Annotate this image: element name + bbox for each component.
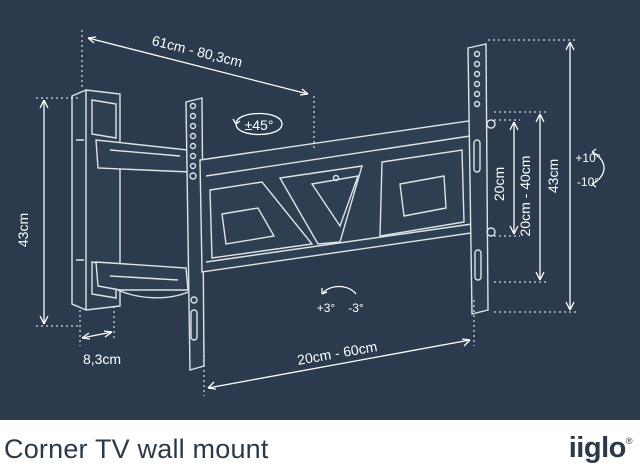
dimension-vesa-vertical-min: 20cm bbox=[491, 119, 520, 237]
right-vertical-bracket bbox=[467, 43, 496, 315]
vesa-vertical-min-label: 20cm bbox=[491, 167, 507, 201]
dimension-wall-plate-height: 43cm bbox=[15, 97, 80, 327]
dimension-vesa-vertical-range: 20cm - 40cm bbox=[494, 111, 546, 283]
dimension-wall-plate-depth: 8,3cm bbox=[79, 306, 121, 367]
articulating-arms bbox=[95, 139, 191, 299]
swivel-indicator: ±45° bbox=[232, 112, 283, 136]
swivel-label: ±45° bbox=[245, 117, 274, 133]
tilt-down-label: -10° bbox=[577, 175, 599, 189]
level-plus-label: +3° bbox=[317, 301, 336, 315]
tilt-up-label: +10° bbox=[575, 151, 600, 165]
footer: Corner TV wall mount iiglo® bbox=[0, 420, 640, 475]
registered-mark: ® bbox=[625, 436, 633, 446]
brand-logo: iiglo® bbox=[568, 432, 633, 465]
bracket-height-label: 43cm bbox=[545, 159, 561, 193]
brand-name: iiglo bbox=[568, 432, 627, 464]
wall-mount-diagram: 61cm - 80,3cm ±45° 43cm 8,3cm bbox=[0, 0, 640, 420]
tilt-indicator: +10° -10° bbox=[575, 148, 605, 189]
vesa-vertical-range-label: 20cm - 40cm bbox=[517, 156, 533, 237]
product-caption: Corner TV wall mount bbox=[4, 434, 269, 464]
dimension-bracket-height: 43cm bbox=[488, 39, 576, 313]
level-adjustment-indicator: +3° -3° bbox=[317, 285, 364, 315]
main-frame bbox=[199, 119, 479, 273]
wall-plate-depth-label: 8,3cm bbox=[83, 351, 121, 367]
level-minus-label: -3° bbox=[348, 301, 364, 315]
wall-plate-height-label: 43cm bbox=[15, 213, 31, 247]
